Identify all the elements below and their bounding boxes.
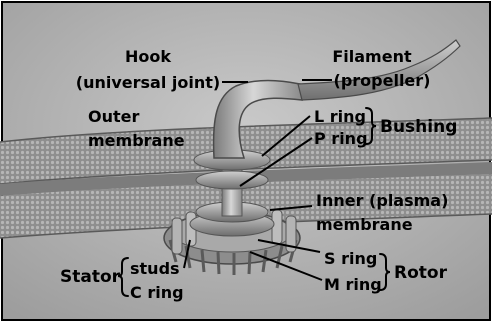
p-ring-label: P ring xyxy=(314,129,368,148)
inner-membrane-label-1: Inner (plasma) xyxy=(316,191,448,210)
hook-sub-label: (universal joint) xyxy=(76,73,220,92)
rotor-label: Rotor xyxy=(394,263,448,283)
inner-membrane-label-2: membrane xyxy=(316,215,413,234)
filament-label: Filament xyxy=(332,47,412,66)
l-ring-label: L ring xyxy=(314,107,366,126)
stator-label: Stator xyxy=(60,267,121,287)
hook-label: Hook xyxy=(125,47,171,66)
bushing-label: Bushing xyxy=(380,117,457,137)
studs-label: studs xyxy=(130,259,180,278)
outer-membrane-label-2: membrane xyxy=(88,131,185,150)
outer-membrane-label-1: Outer xyxy=(88,107,139,126)
m-ring-label: M ring xyxy=(324,275,382,294)
c-ring-label: C ring xyxy=(130,283,184,302)
filament-sub-label: (propeller) xyxy=(334,71,431,90)
s-ring-label: S ring xyxy=(324,249,377,268)
